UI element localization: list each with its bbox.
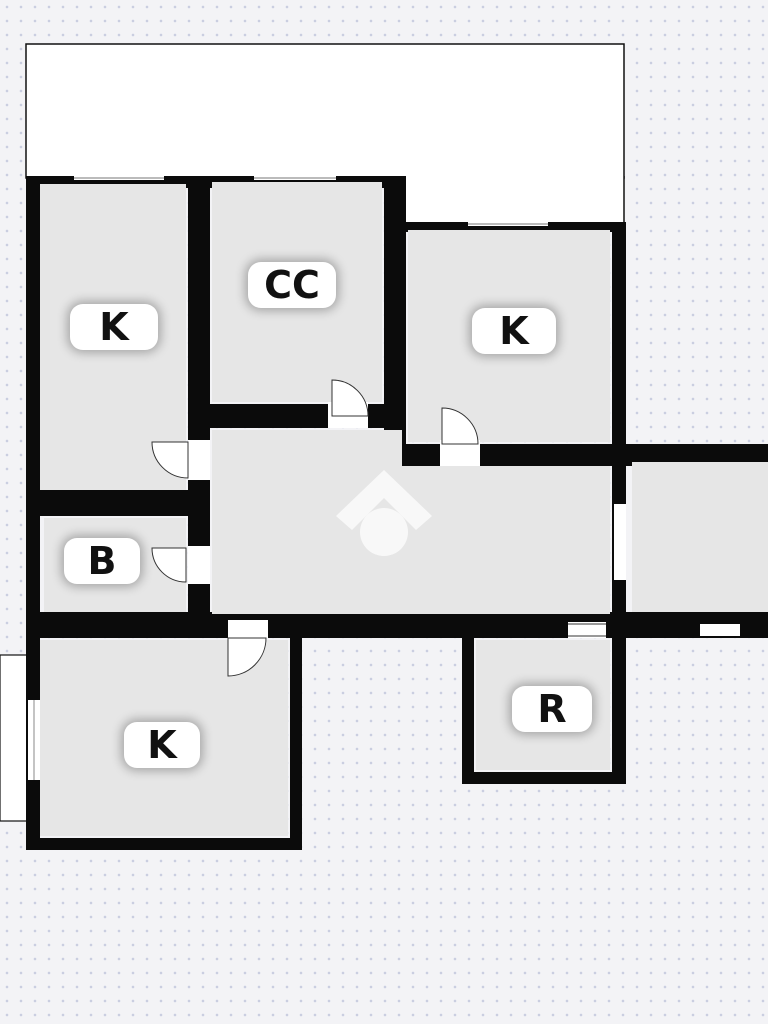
house-logo-icon [336,470,432,556]
room-label-k-top-left: K [70,304,158,350]
walls [26,176,768,850]
doors [151,379,480,677]
windows [28,176,740,780]
balcony-area [25,43,625,179]
room-label-b: B [64,538,140,584]
room-label-k-top-right: K [472,308,556,354]
exterior-ledge [0,654,31,822]
side-room-area [632,462,768,612]
balcony-extension [390,176,624,222]
room-label-r: R [512,686,592,732]
room-label-cc: CC [248,262,336,308]
room-label-k-bottom: K [124,722,200,768]
hallway-extension-area [402,466,610,614]
